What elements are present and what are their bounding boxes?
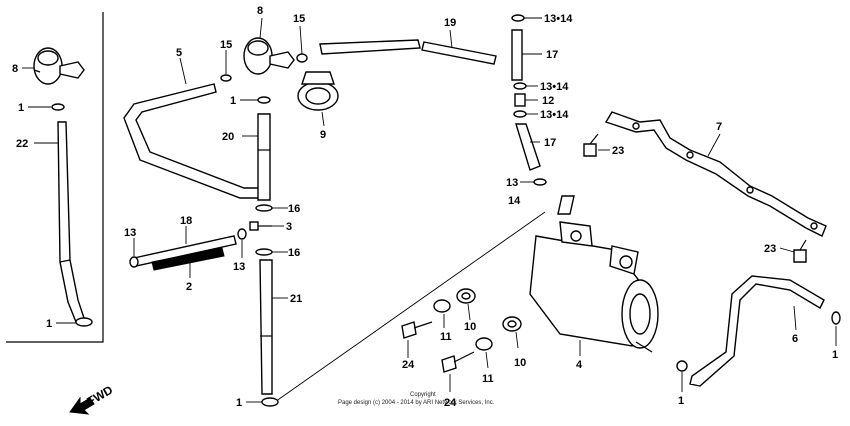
clip-part-13-14-low: [513, 110, 527, 118]
hose-part-17-top: [511, 29, 523, 81]
callout-10-left: 10: [464, 321, 476, 333]
callout-13-14-top: 13•14: [544, 13, 573, 25]
clip-part-15-left: [220, 74, 232, 82]
callout-1-right: 1: [832, 349, 838, 361]
clip-part-1-right: [831, 311, 841, 325]
bolt-part-24-lower: [441, 351, 475, 373]
grommet-part-10-right: [502, 316, 522, 332]
callout-12: 12: [542, 95, 554, 107]
callout-1-bottom-right: 1: [678, 395, 684, 407]
callout-15-left: 15: [220, 39, 232, 51]
callout-5: 5: [176, 47, 182, 59]
bolt-part-23-bottom: [793, 239, 807, 263]
clip-part-15-right: [296, 53, 308, 63]
callout-13-center: 13: [233, 261, 245, 273]
callout-2: 2: [186, 281, 192, 293]
hose-part-17-bottom: [515, 123, 541, 171]
clip-part-1-bottom: [261, 397, 279, 407]
bracket-part-7: [604, 111, 827, 237]
callout-13-right: 13: [506, 177, 518, 189]
clip-part-13-center: [237, 228, 247, 240]
callout-10-right: 10: [514, 357, 526, 369]
forward-direction-indicator: FWD: [69, 383, 116, 415]
callout-9: 9: [320, 129, 326, 141]
clip-part-1-left-bottom: [75, 317, 93, 327]
callout-14: 14: [508, 195, 521, 207]
callout-24-upper: 24: [402, 359, 415, 371]
callout-17-top: 17: [546, 49, 558, 61]
grommet-part-10-left: [456, 288, 476, 304]
fitting-part-12: [514, 93, 526, 107]
callout-6: 6: [792, 333, 798, 345]
bolt-part-23-top: [583, 133, 599, 157]
callout-11-left: 11: [440, 331, 452, 343]
washer-part-16-bottom: [255, 248, 273, 256]
callout-19: 19: [444, 17, 456, 29]
callout-17-bottom: 17: [544, 137, 556, 149]
bolt-part-24-upper: [401, 321, 433, 339]
hose-part-6: [689, 275, 825, 387]
callout-13-left: 13: [124, 227, 136, 239]
callout-4: 4: [576, 359, 583, 371]
callout-1-center: 1: [230, 95, 236, 107]
clip-part-1-center: [257, 96, 271, 104]
callout-16-top: 16: [288, 203, 300, 215]
clip-part-1-left-top: [51, 103, 65, 111]
callout-13-14-low: 13•14: [540, 109, 569, 121]
callout-22: 22: [16, 138, 28, 150]
copyright-line-1: Copyright: [410, 392, 436, 398]
valve-part-8-left: [33, 47, 85, 85]
hose-part-19: [319, 39, 497, 65]
clamp-part-9: [297, 71, 339, 111]
clip-part-13-14-right: [533, 178, 547, 186]
callout-13-14-mid: 13•14: [540, 81, 569, 93]
washer-part-16-top: [255, 204, 273, 212]
callout-3: 3: [286, 221, 292, 233]
washer-part-11-right: [475, 337, 493, 351]
callout-16-bottom: 16: [288, 247, 300, 259]
callout-8-center: 8: [257, 5, 263, 17]
callout-8-left: 8: [12, 63, 18, 75]
hose-part-22: [57, 121, 85, 323]
callout-21: 21: [290, 293, 302, 305]
washer-part-11-left: [433, 299, 451, 313]
callout-23-top: 23: [612, 145, 624, 157]
section-divider-line: [271, 211, 546, 405]
hose-part-5: [123, 83, 263, 199]
hose-part-20: [257, 113, 271, 201]
clip-part-13-14-mid: [513, 82, 527, 90]
hose-part-21: [259, 259, 273, 395]
bolt-part-3: [249, 221, 272, 231]
callout-20: 20: [222, 131, 234, 143]
callout-24-lower: 24: [444, 397, 457, 409]
clip-part-13-14-top: [511, 14, 525, 22]
copyright-line-2: Page design (c) 2004 - 2014 by ARI Netwo…: [338, 400, 495, 406]
muffler-part-4: [529, 195, 659, 353]
callout-18: 18: [180, 215, 192, 227]
fwd-arrow-icon: [69, 396, 95, 415]
callout-23-bottom: 23: [764, 243, 776, 255]
callout-15-right: 15: [293, 13, 305, 25]
callout-11-right: 11: [482, 373, 494, 385]
callout-1-left-bottom: 1: [46, 318, 52, 330]
fwd-label: FWD: [85, 383, 116, 409]
spring-part-2: [151, 247, 225, 271]
callout-7: 7: [716, 121, 722, 133]
callout-1-left-top: 1: [18, 102, 24, 114]
left-panel-border: [6, 12, 104, 343]
callout-1-bottom: 1: [236, 397, 242, 409]
valve-part-8-center: [243, 37, 295, 75]
clip-part-13-left: [129, 256, 139, 268]
clip-part-1-bottom-right: [676, 360, 688, 372]
